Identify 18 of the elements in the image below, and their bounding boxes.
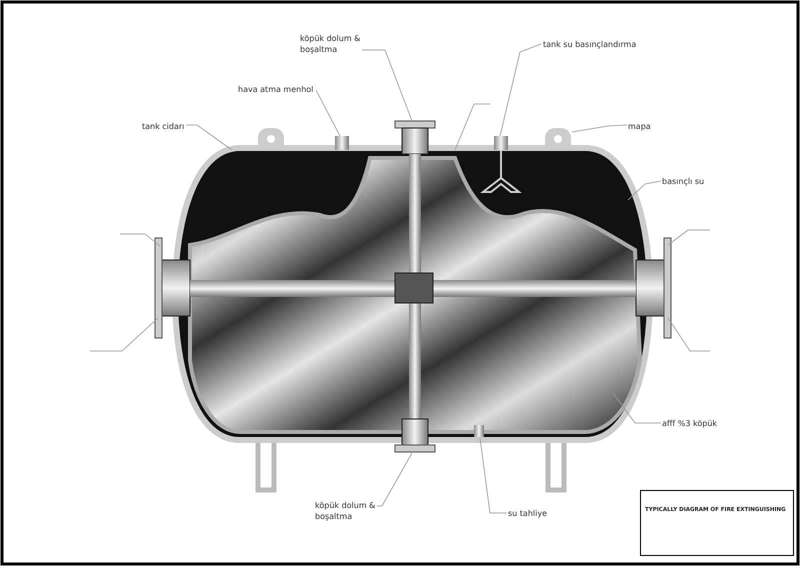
part-label: köpük dolum & boşaltma <box>300 33 362 55</box>
part-label: su tahliye <box>508 508 547 519</box>
part-label: tank cidarı <box>142 121 184 132</box>
part-label: basınçlı su <box>662 176 704 187</box>
leader-line <box>572 124 628 132</box>
part-label: mapa <box>628 121 651 132</box>
part-label: afff %3 köpük <box>662 418 718 429</box>
leader-line <box>480 438 508 514</box>
leader-line <box>316 90 340 136</box>
part-label: tank su basınçlandırma <box>543 39 636 50</box>
leader-line <box>186 124 232 150</box>
leader-line <box>628 180 662 200</box>
part-label: hava atma menhol <box>238 84 314 95</box>
leader-line <box>612 392 662 424</box>
leader-line <box>362 50 412 122</box>
part-label: köpük dolum & boşaltma <box>315 500 377 522</box>
leader-line <box>376 452 412 506</box>
leader-line <box>500 44 542 136</box>
